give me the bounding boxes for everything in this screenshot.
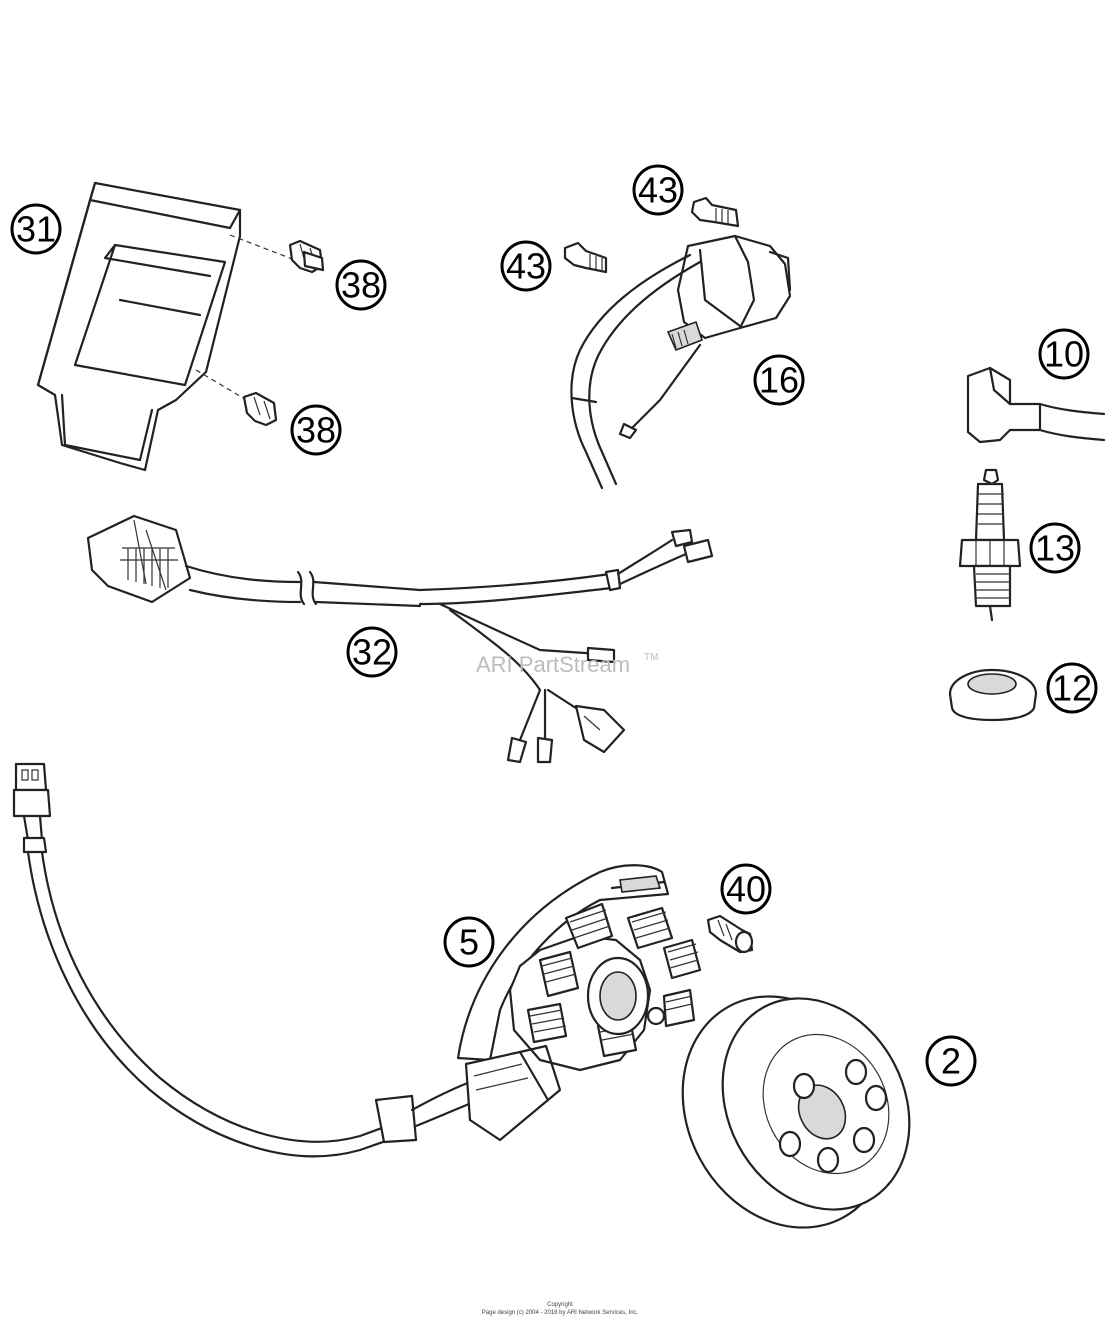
footer-copyright: Copyright (547, 1302, 573, 1308)
callout-40[interactable]: 40 (720, 863, 772, 915)
stator-cable-part (12, 762, 476, 1158)
callout-10-label: 10 (1044, 334, 1084, 375)
rubber-grommet-part (948, 668, 1038, 722)
callout-31[interactable]: 31 (10, 203, 62, 255)
callout-5-label: 5 (459, 922, 479, 963)
callout-16-label: 16 (759, 360, 799, 401)
callout-38-lower[interactable]: 38 (290, 404, 342, 456)
bolt-38-lower (242, 391, 278, 427)
callout-16[interactable]: 16 (753, 354, 805, 406)
watermark-trademark: TM (644, 652, 658, 663)
callout-2-label: 2 (941, 1041, 961, 1082)
bolt-43-upper (690, 196, 740, 228)
callout-43-lower[interactable]: 43 (500, 240, 552, 292)
callout-2[interactable]: 2 (925, 1035, 977, 1087)
callout-38-upper[interactable]: 38 (335, 259, 387, 311)
callout-5[interactable]: 5 (443, 916, 495, 968)
ignition-coil-part (570, 234, 792, 490)
flywheel-part (681, 995, 911, 1229)
callout-38-lower-label: 38 (296, 410, 336, 451)
bolt-38-upper (288, 239, 325, 274)
callout-38-upper-label: 38 (341, 265, 381, 306)
callout-43-upper[interactable]: 43 (632, 164, 684, 216)
callout-12[interactable]: 12 (1046, 662, 1098, 714)
cdi-unit-part (36, 181, 301, 472)
footer-page-design: Page design (c) 2004 - 2018 by ARI Netwo… (481, 1310, 639, 1316)
callout-32[interactable]: 32 (346, 626, 398, 678)
callout-40-label: 40 (726, 869, 766, 910)
stator-part (456, 864, 702, 1142)
callout-31-label: 31 (16, 209, 56, 250)
bolt-40 (706, 914, 754, 954)
spark-plug-cap-part (966, 366, 1106, 444)
watermark-text: ARI PartStream (476, 652, 630, 677)
callout-32-label: 32 (352, 632, 392, 673)
bolt-43-lower (563, 241, 608, 274)
callout-13[interactable]: 13 (1029, 522, 1081, 574)
callout-10[interactable]: 10 (1038, 328, 1090, 380)
spark-plug-part (958, 468, 1022, 622)
callout-43-lower-label: 43 (506, 246, 546, 287)
wiring-harness-part (86, 514, 714, 764)
callout-13-label: 13 (1035, 528, 1075, 569)
callout-12-label: 12 (1052, 668, 1092, 709)
callout-43-upper-label: 43 (638, 170, 678, 211)
